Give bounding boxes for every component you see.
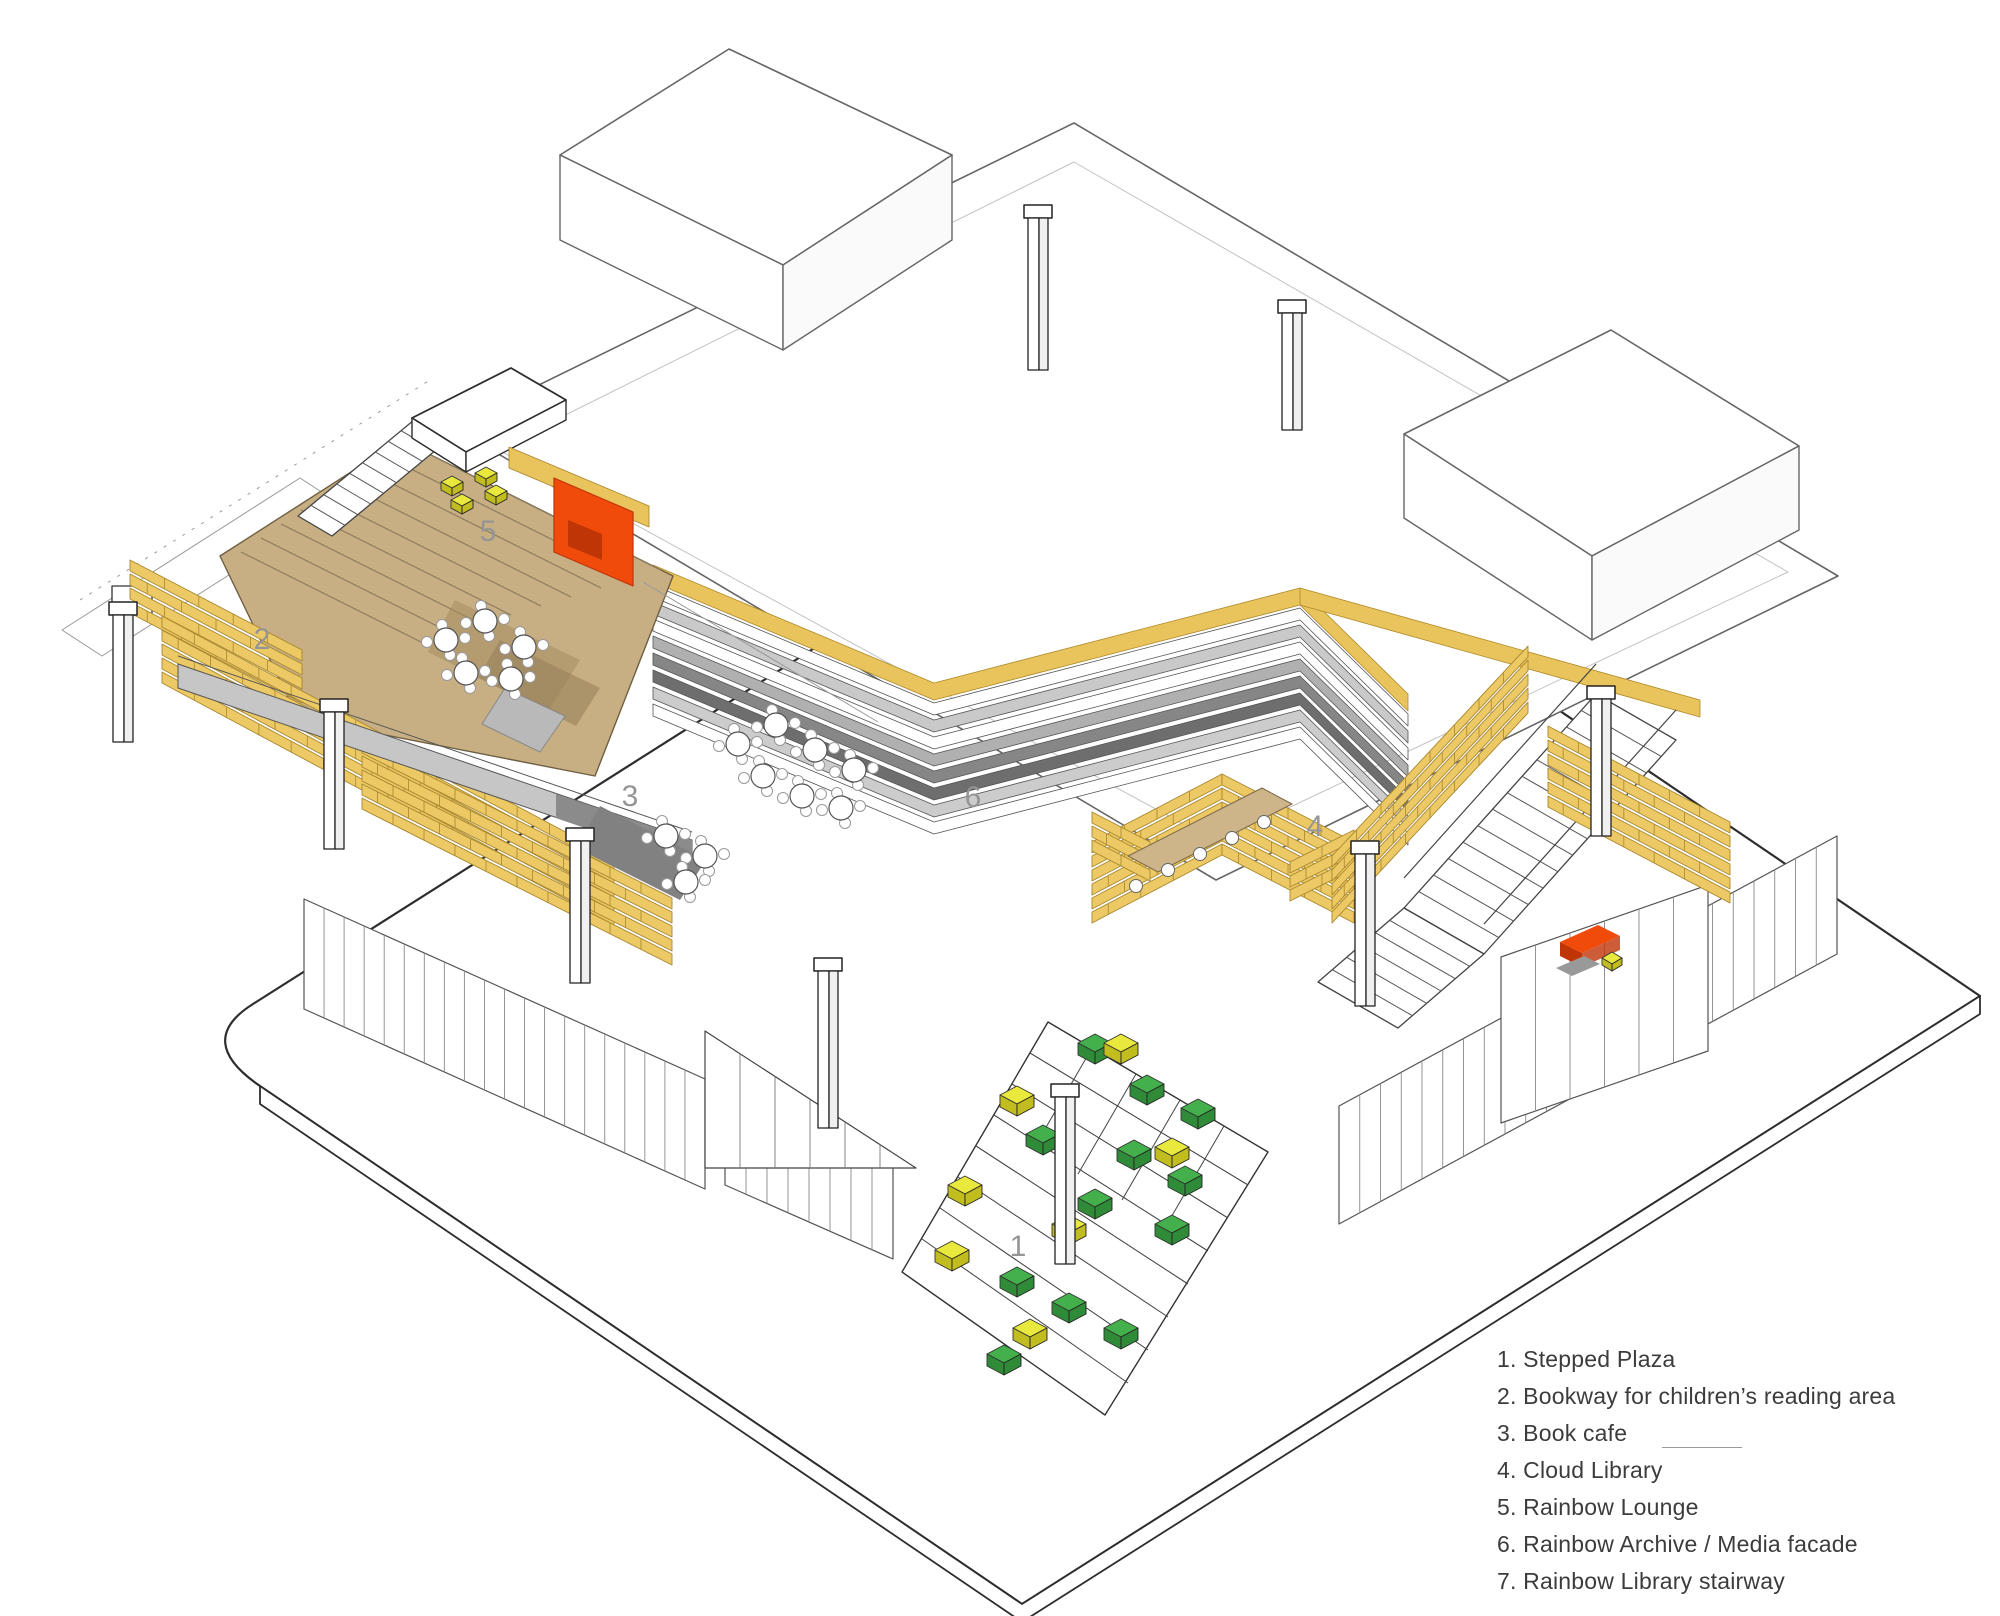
area-marker-2: 2 — [253, 623, 271, 656]
legend-item-5: 5. Rainbow Lounge — [1497, 1494, 1699, 1520]
stepped-plaza — [704, 1021, 1269, 1416]
legend-leader-line — [1662, 1447, 1742, 1448]
area-marker-4: 4 — [1306, 810, 1324, 843]
rainbow-lounge — [297, 367, 650, 587]
rainbow-archive-louvers — [652, 564, 1701, 846]
legend-item-7: 7. Rainbow Library stairway — [1497, 1568, 1785, 1594]
legend-item-2: 2. Bookway for children’s reading area — [1497, 1383, 1896, 1409]
area-marker-6: 6 — [964, 781, 982, 814]
legend-item-1: 1. Stepped Plaza — [1497, 1346, 1676, 1372]
legend-item-4: 4. Cloud Library — [1497, 1457, 1663, 1483]
area-marker-3: 3 — [621, 780, 639, 813]
legend: 1. Stepped Plaza 2. Bookway for children… — [1497, 1341, 1895, 1600]
glass-facades — [303, 835, 1838, 1260]
right-room-furniture — [1556, 925, 1623, 976]
bookway-terrace — [129, 439, 879, 966]
structural-columns — [108, 601, 1616, 1265]
legend-item-3: 3. Book cafe — [1497, 1420, 1628, 1446]
ground-plate — [224, 432, 1982, 1616]
legend-item-6: 6. Rainbow Archive / Media facade — [1497, 1531, 1858, 1557]
area-marker-1: 1 — [1009, 1230, 1027, 1263]
cloud-library — [1091, 773, 1355, 924]
book-cafe-tables — [421, 600, 879, 903]
area-marker-5: 5 — [479, 515, 497, 548]
